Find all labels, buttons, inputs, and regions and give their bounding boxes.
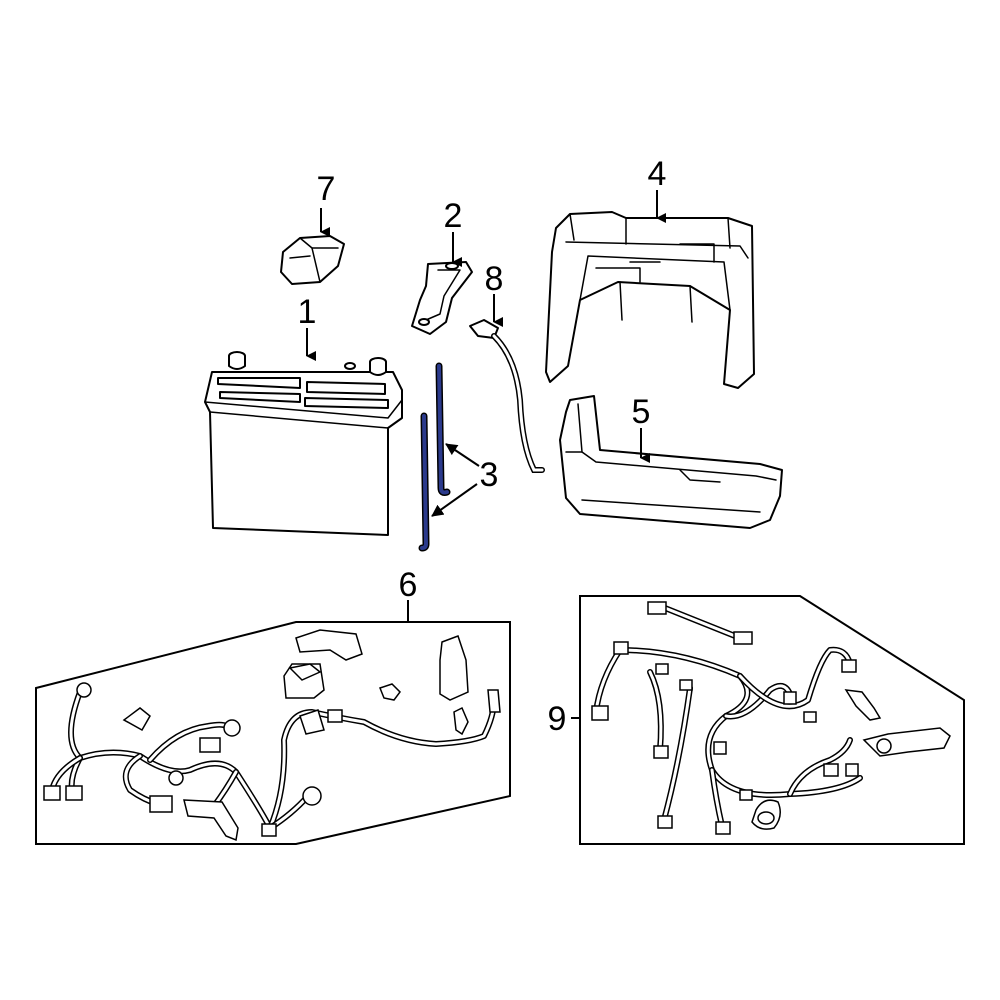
- battery-box-upper-part[interactable]: [545, 211, 755, 389]
- harness-panel-6[interactable]: [35, 621, 511, 845]
- hold-down-bracket-part[interactable]: [411, 261, 473, 335]
- callout-8: 8: [485, 260, 504, 298]
- callout-9: 9: [548, 700, 567, 738]
- callout-6: 6: [399, 566, 418, 604]
- callout-4: 4: [648, 155, 667, 193]
- callout-3: 3: [480, 456, 499, 494]
- callout-2: 2: [444, 197, 463, 235]
- j-bolt-part[interactable]: [418, 362, 451, 552]
- harness-panel-9[interactable]: [579, 595, 965, 845]
- leader-lines: [306, 190, 666, 719]
- callout-labels: 1 2 3 4 5 6 7 8 9: [298, 155, 667, 738]
- battery-cable-part[interactable]: [469, 319, 545, 473]
- callout-5: 5: [632, 393, 651, 431]
- battery-part[interactable]: [204, 351, 403, 536]
- battery-tray-part[interactable]: [559, 395, 783, 529]
- callout-7: 7: [317, 170, 336, 208]
- terminal-cover-part[interactable]: [280, 235, 345, 285]
- callout-1: 1: [298, 293, 317, 331]
